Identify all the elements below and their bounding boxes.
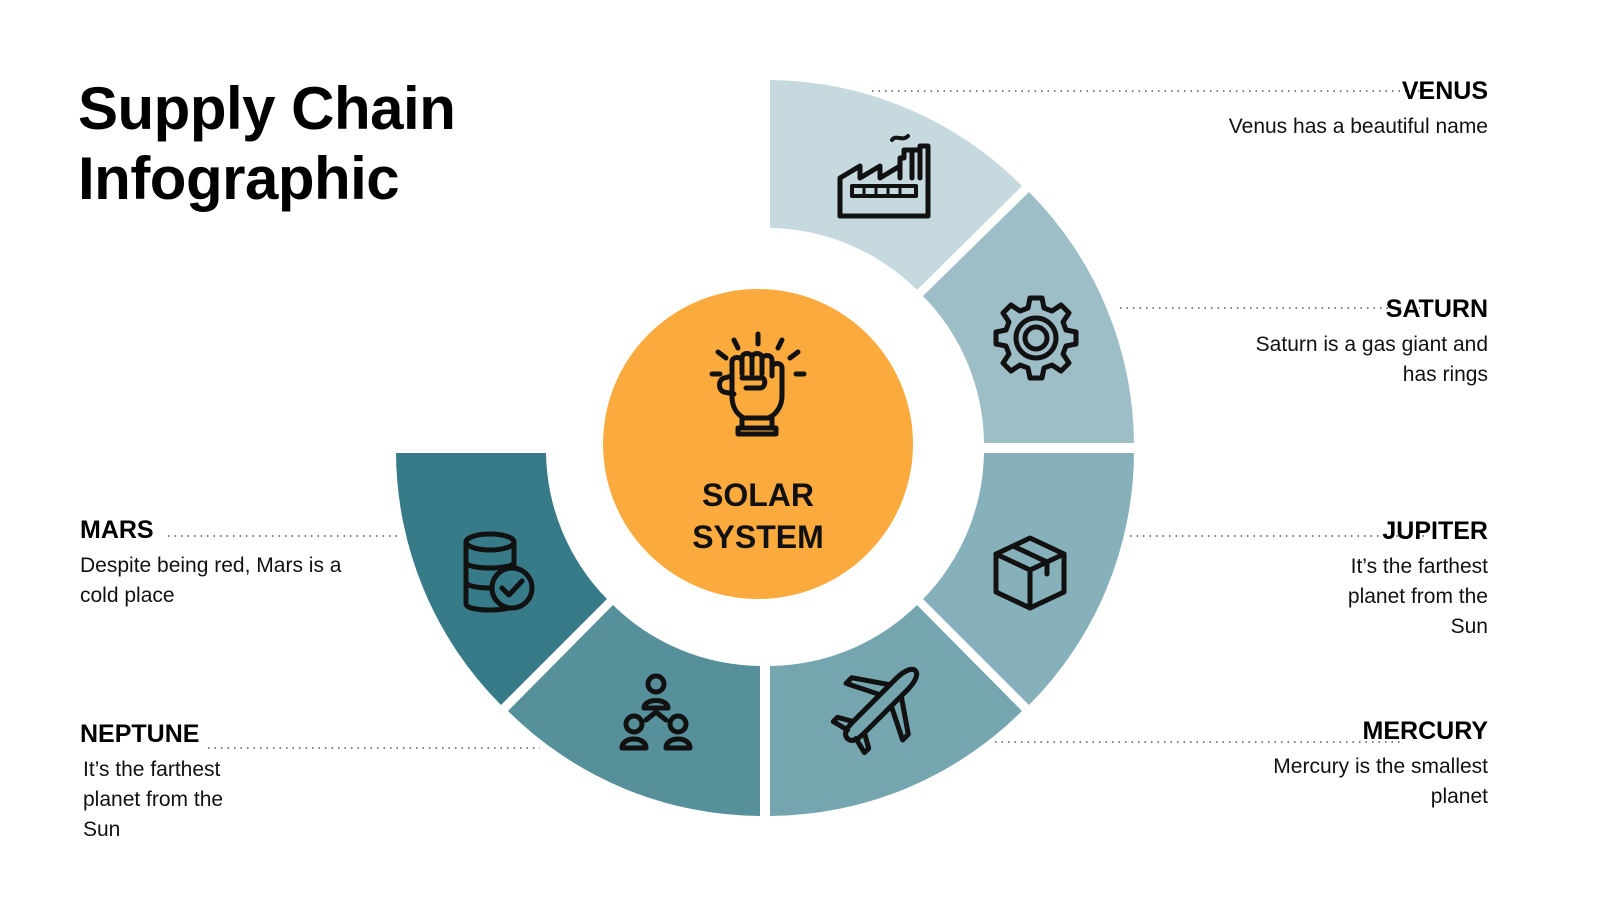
label-mars-desc: Despite being red, Mars is a cold place [80, 554, 342, 607]
label-venus-name: VENUS [1401, 77, 1488, 105]
people-network-icon [619, 673, 693, 751]
center-label-line-1: SOLAR [702, 477, 814, 513]
box-icon [993, 535, 1067, 611]
factory-icon [837, 134, 931, 219]
title-line-2: Infographic [78, 145, 400, 212]
label-jupiter-desc: It’s the farthest planet from the Sun [1347, 555, 1488, 638]
label-neptune-desc: It’s the farthest planet from the Sun [83, 758, 224, 841]
leader-lines [168, 90, 1440, 749]
raised-fist-icon [709, 331, 807, 437]
label-mars: MARS Despite being red, Mars is a cold p… [80, 515, 380, 611]
label-jupiter: JUPITER It’s the farthest planet from th… [1248, 516, 1488, 642]
label-mercury: MERCURY Mercury is the smallest planet [1248, 716, 1488, 812]
airplane-icon [830, 666, 920, 756]
database-check-icon [463, 531, 535, 613]
label-venus-desc: Venus has a beautiful name [1228, 115, 1488, 138]
label-neptune: NEPTUNE It’s the farthest planet from th… [80, 719, 340, 845]
label-mercury-name: MERCURY [1362, 717, 1488, 745]
label-neptune-name: NEPTUNE [80, 720, 200, 748]
label-saturn-name: SATURN [1385, 295, 1488, 323]
label-venus: VENUS Venus has a beautiful name [1228, 76, 1488, 142]
label-saturn: SATURN Saturn is a gas giant and has rin… [1228, 294, 1488, 390]
label-mars-name: MARS [80, 516, 154, 544]
gear-icon [993, 295, 1079, 381]
label-saturn-desc: Saturn is a gas giant and has rings [1255, 333, 1488, 386]
segment-mercury[interactable] [770, 605, 1022, 816]
page-title: Supply Chain Infographic [78, 74, 456, 214]
title-line-1: Supply Chain [78, 75, 456, 142]
label-jupiter-name: JUPITER [1382, 517, 1488, 545]
label-mercury-desc: Mercury is the smallest planet [1273, 755, 1488, 808]
center-label-line-2: SYSTEM [692, 519, 824, 555]
segment-neptune[interactable] [508, 605, 760, 816]
center-circle [603, 289, 913, 599]
